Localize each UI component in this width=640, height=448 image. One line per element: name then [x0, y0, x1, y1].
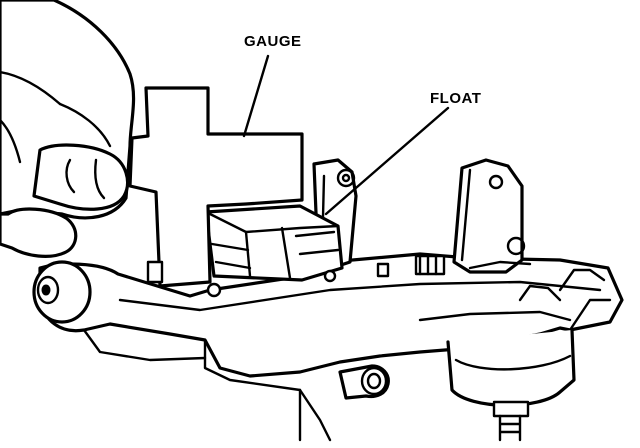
hardware-details: [146, 254, 606, 298]
left-fitting: [32, 260, 92, 324]
float-label: FLOAT: [430, 90, 482, 107]
gauge-tool: [128, 86, 304, 288]
float: [204, 204, 344, 282]
right-bracket: [452, 158, 532, 274]
diaphragm-housing: [446, 328, 576, 442]
float-leader-line: [324, 106, 450, 216]
center-fitting: [338, 364, 390, 400]
technician-hand: [0, 0, 136, 258]
callout-leaders: [242, 54, 450, 216]
gauge-label: GAUGE: [244, 33, 302, 50]
gauge-leader-line: [242, 54, 270, 138]
